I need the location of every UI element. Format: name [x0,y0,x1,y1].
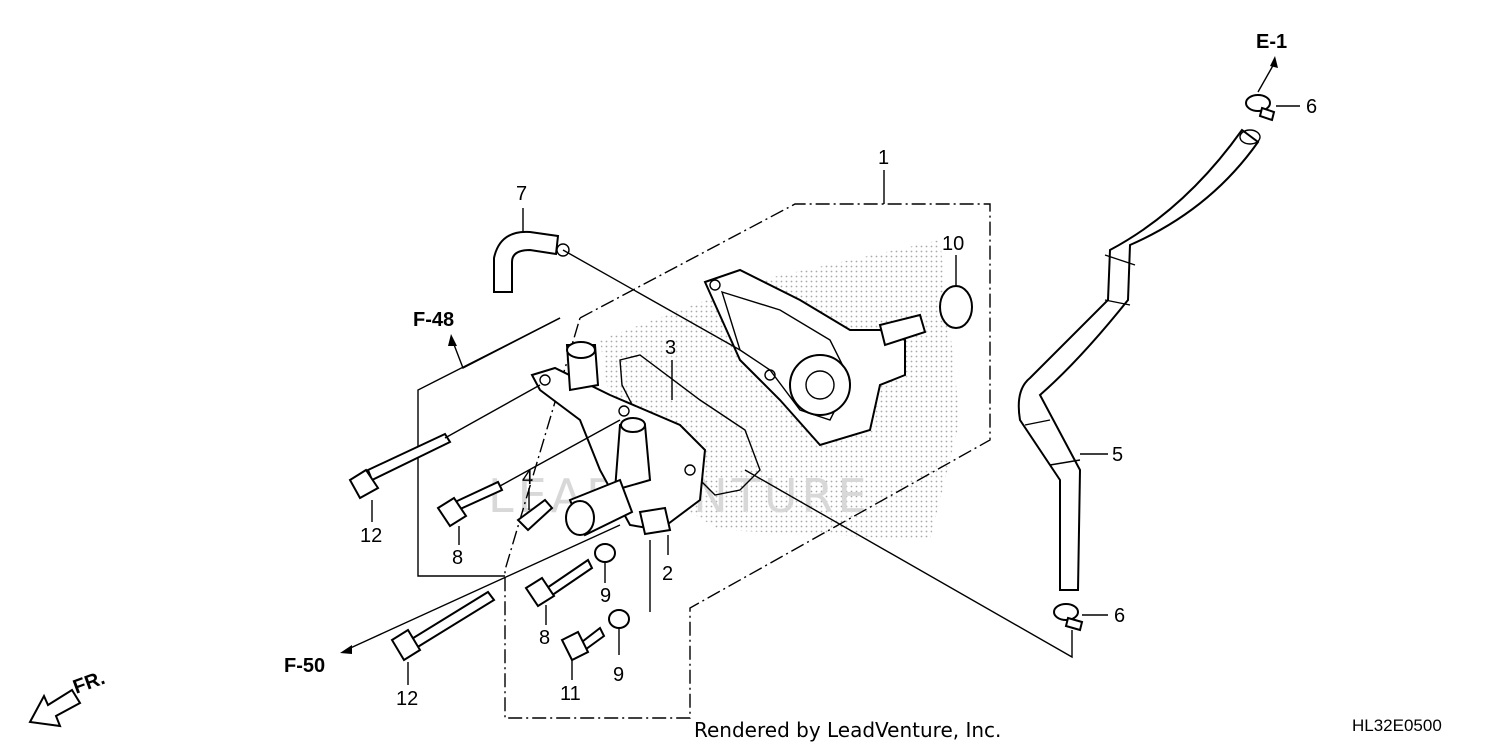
callout-7: 7 [516,183,527,205]
callout-9-lower: 9 [613,664,624,686]
callout-5: 5 [1112,444,1123,466]
hose-5-route [744,469,1073,659]
e1-arrow-line [1257,61,1276,93]
callout-6-lower: 6 [1114,605,1125,627]
front-arrow-icon [28,688,82,728]
ref-front: FR. [70,667,108,699]
bolt-8-lower [524,558,594,608]
washer-upper [594,543,616,563]
f50-arrow-line [345,524,621,651]
pump-cover [530,341,707,537]
callout-9-upper: 9 [600,585,611,607]
hose-7-end [556,243,570,257]
diagram-code: HL32E0500 [1352,716,1442,735]
bolt-8-upper [436,480,504,528]
callout-2: 2 [662,563,673,585]
ref-e1: E-1 [1256,31,1287,53]
f48-arrow-line [452,317,561,369]
ref-f48: F-48 [413,309,454,331]
callout-8-lower: 8 [539,627,550,649]
callout-3: 3 [665,337,676,359]
bolt-11 [560,626,606,662]
sensor [638,506,672,536]
e1-arrow-head [1270,56,1278,68]
hose-7 [493,230,560,293]
clip [516,498,554,532]
callout-10: 10 [942,233,964,255]
bolt-12-lower [390,590,496,662]
hose-5-band [1024,254,1136,466]
callout-12-upper: 12 [360,525,382,547]
callout-8-upper: 8 [452,547,463,569]
f50-arrow-head [340,645,352,654]
clamp-lower [1053,603,1084,632]
hose-5 [1017,128,1260,591]
footer-credit: Rendered by LeadVenture, Inc. [694,718,1002,742]
callout-11: 11 [560,683,581,705]
hose-5-end [1239,129,1261,145]
callout-4: 4 [522,467,533,489]
washer-lower [608,609,630,629]
o-ring [939,285,973,329]
ref-f50: F-50 [284,655,325,677]
callout-6-upper: 6 [1306,96,1317,118]
hose-7-route [562,249,741,351]
water-pump [703,268,927,447]
bolt-12-upper [348,432,452,500]
bolt-12-upper-route [444,384,541,439]
callout-12-lower: 12 [396,688,418,710]
assembly-boundary [504,203,991,719]
bolt-8-upper-route [499,419,621,487]
clamp-upper [1245,94,1276,122]
callout-1: 1 [878,147,889,169]
f48-arrow-head [448,334,457,346]
